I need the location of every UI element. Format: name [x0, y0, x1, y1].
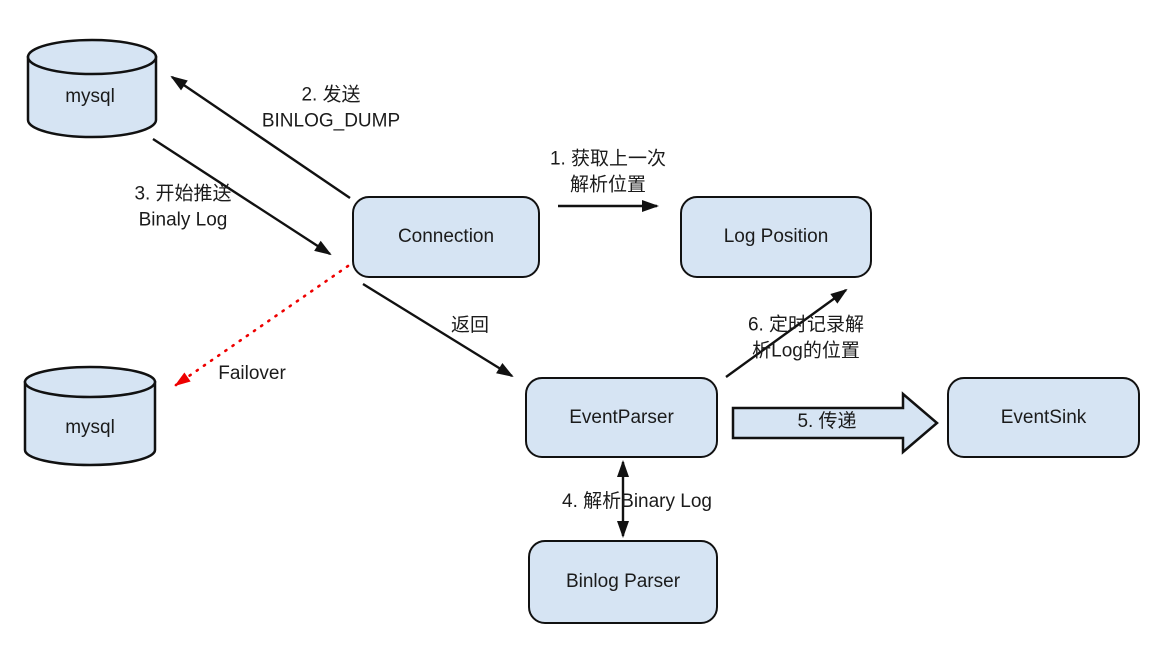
label-step2: 2. 发送 BINLOG_DUMP — [262, 82, 400, 133]
label-step3-line1: 3. 开始推送 — [134, 183, 232, 205]
label-step6-line2: 析Log的位置 — [752, 340, 860, 361]
node-event-parser: EventParser — [525, 377, 718, 458]
mysql-bottom-cylinder — [23, 365, 157, 467]
mysql-top-cylinder — [26, 38, 158, 139]
arrow-step5-block — [731, 391, 939, 455]
label-step1-line1: 1. 获取上一次 — [549, 148, 667, 170]
label-step6: 6. 定时记录解 析Log的位置 — [748, 312, 864, 363]
label-step5: 5. 传递 — [797, 411, 857, 433]
node-binlog-parser: Binlog Parser — [528, 540, 718, 624]
label-step6-line1: 6. 定时记录解 — [747, 314, 865, 336]
label-step3: 3. 开始推送 Binaly Log — [134, 181, 231, 232]
arrow-step6-record-position — [725, 288, 848, 378]
node-log-position: Log Position — [680, 196, 872, 278]
label-return: 返回 — [450, 315, 490, 337]
arrow-return — [362, 282, 514, 378]
label-step4: 4. 解析Binary Log — [562, 491, 712, 513]
label-step2-line2: BINLOG_DUMP — [261, 110, 401, 131]
label-step1-line2: 解析位置 — [569, 174, 646, 195]
arrow-failover — [174, 264, 350, 387]
arrow-step3-push-binlog — [152, 137, 332, 256]
node-connection: Connection — [352, 196, 540, 278]
mysql-top-label: mysql — [65, 86, 115, 107]
node-event-sink: EventSink — [947, 377, 1140, 458]
label-failover: Failover — [218, 363, 286, 385]
label-step1: 1. 获取上一次 解析位置 — [550, 146, 666, 197]
label-step3-line2: Binaly Log — [138, 209, 228, 230]
label-step2-line1: 2. 发送 — [301, 84, 361, 106]
mysql-bottom-label: mysql — [65, 417, 115, 438]
arrow-step2-binlog-dump — [170, 75, 351, 199]
